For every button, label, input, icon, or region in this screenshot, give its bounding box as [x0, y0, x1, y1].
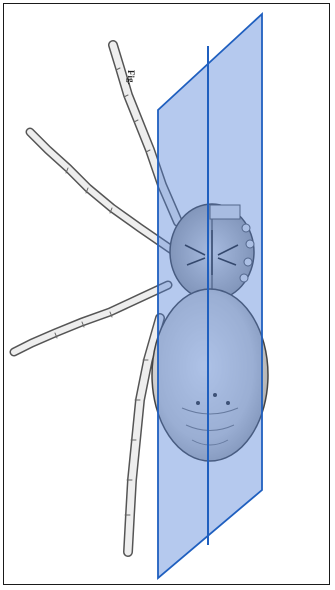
figure-label: Fig. [126, 70, 136, 85]
sagittal-plane [158, 14, 262, 578]
spider-legs [14, 45, 178, 552]
leg-3 [14, 285, 168, 352]
